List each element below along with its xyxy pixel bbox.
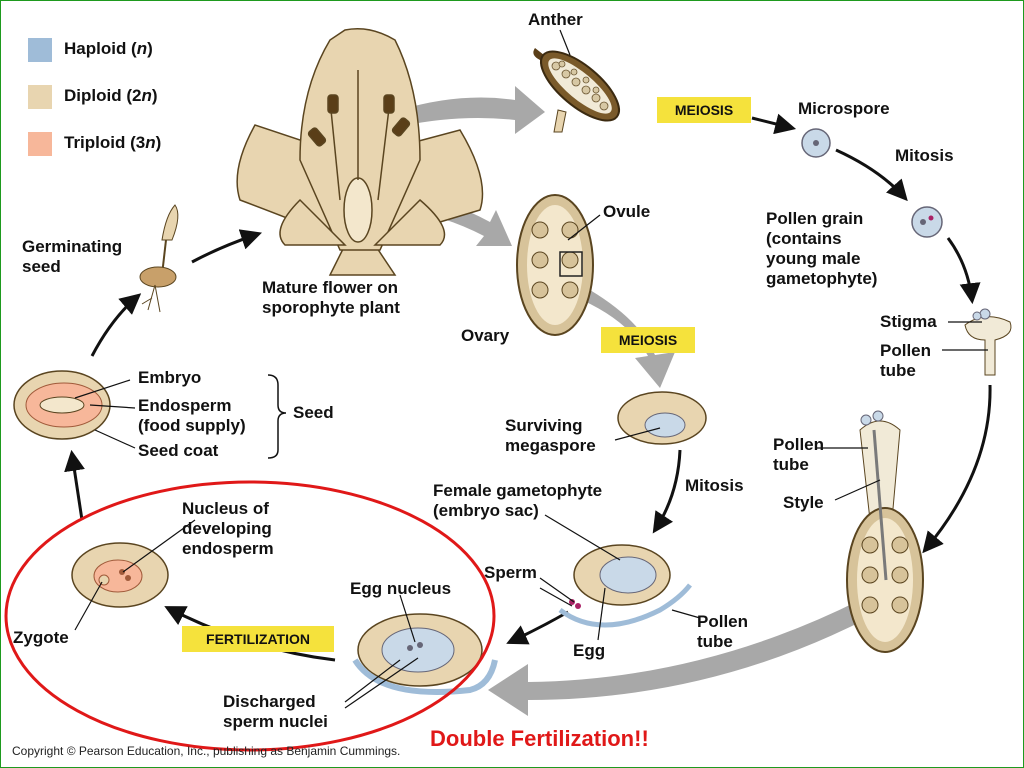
label-surviving-megaspore: Surviving megaspore (505, 416, 596, 456)
germinating-seed-illustration (139, 204, 179, 313)
label-line: sperm nuclei (223, 712, 328, 731)
tag-meiosis-anther: MEIOSIS (657, 97, 751, 123)
label-embryo: Embryo (138, 368, 202, 387)
diploid-swatch (28, 85, 52, 109)
label-line: sporophyte plant (262, 298, 400, 317)
arrow-pollen-grain-to-stigma (946, 237, 981, 305)
label-discharged-sperm-nuclei: Discharged sperm nuclei (223, 692, 328, 732)
label-line: Pollen grain (766, 209, 864, 228)
label-line: Germinating (22, 237, 123, 256)
megaspore-ovule (617, 391, 707, 445)
label-pollen-tube-style: Pollen tube (773, 435, 824, 475)
arrow-zygote-to-seed (64, 449, 85, 521)
label-line: seed (22, 257, 61, 276)
label-microspore: Microspore (798, 99, 890, 118)
label-line: Pollen (880, 341, 932, 360)
legend-suffix: ) (155, 133, 162, 152)
triploid-swatch (28, 132, 52, 156)
arrow-microspore-to-pollen-grain (835, 148, 908, 202)
label-line: endosperm (182, 539, 274, 558)
label-egg: Egg (573, 641, 606, 660)
label-endosperm: Endosperm (food supply) (138, 396, 246, 436)
leader-lines (74, 29, 988, 709)
microspore-cell (801, 128, 831, 158)
legend-var: n (145, 133, 156, 152)
label-anther: Anther (528, 10, 583, 29)
female-gametophyte-illustration (558, 544, 692, 628)
zygote-ovule (71, 542, 169, 608)
label-line: young male (766, 249, 861, 268)
label-pollen-grain: Pollen grain (contains young male gameto… (766, 209, 877, 289)
label-line: Female gametophyte (433, 481, 603, 500)
label-line: Pollen (697, 612, 749, 631)
label-line: Nucleus of (182, 499, 269, 518)
seed-bracket (267, 374, 287, 459)
label-seed: Seed (293, 403, 334, 422)
copyright-notice: Copyright © Pearson Education, Inc., pub… (12, 744, 401, 758)
legend-label: Triploid (3 (64, 133, 146, 152)
label-line: (food supply) (138, 416, 246, 435)
label-nucleus-developing-endosperm: Nucleus of developing endosperm (182, 499, 274, 559)
legend-suffix: ) (151, 86, 158, 105)
legend-var: n (136, 39, 148, 58)
label-line: (embryo sac) (433, 501, 539, 520)
arrow-megaspore-to-gametophyte (652, 449, 682, 534)
label-line: tube (880, 361, 916, 380)
legend-suffix: ) (147, 39, 153, 58)
label-germinating-seed: Germinating seed (22, 237, 122, 277)
double-fertilization-highlight-circle (4, 480, 496, 752)
label-line: Endosperm (138, 396, 232, 415)
label-mature-flower: Mature flower on sporophyte plant (262, 278, 400, 318)
legend-label: Diploid (2 (64, 86, 142, 105)
legend-var: n (141, 86, 152, 105)
label-mitosis-megaspore: Mitosis (685, 476, 744, 495)
tag-meiosis-ovule: MEIOSIS (601, 327, 695, 353)
big-arrow-ovule-to-egg (488, 600, 872, 716)
label-mitosis-pollen: Mitosis (895, 146, 954, 165)
label-seed-coat: Seed coat (138, 441, 219, 460)
label-egg-nucleus: Egg nucleus (350, 579, 452, 598)
big-arrow-ovule-to-megaspore (582, 290, 675, 388)
label-line: tube (773, 455, 809, 474)
label-pollen-tube-stigma: Pollen tube (880, 341, 931, 381)
big-arrow-flower-to-anther (400, 86, 545, 134)
arrow-germinating-to-flower (191, 229, 262, 264)
label-pollen-tube-egg: Pollen tube (697, 612, 748, 652)
arrow-seed-to-germinating (90, 293, 142, 357)
tag-fertilization: FERTILIZATION (182, 626, 334, 652)
arrow-gametophyte-to-egg (506, 610, 569, 645)
label-line: Surviving (505, 416, 583, 435)
label-line: developing (182, 519, 272, 538)
double-fertilization-caption: Double Fertilization!! (430, 726, 649, 751)
label-line: megaspore (505, 436, 596, 455)
label-ovary: Ovary (461, 326, 510, 345)
pollen-grain-cell (911, 206, 943, 238)
ovary-illustration (516, 194, 594, 336)
label-sperm: Sperm (484, 563, 537, 582)
label-line: (contains (766, 229, 842, 248)
label-female-gametophyte: Female gametophyte (embryo sac) (433, 481, 602, 521)
egg-illustration (352, 613, 498, 695)
label-ovule: Ovule (603, 202, 651, 221)
label-line: Pollen (773, 435, 825, 454)
label-zygote: Zygote (13, 628, 69, 647)
label-line: tube (697, 632, 733, 651)
arrow-meiosis-to-microspore (751, 113, 797, 135)
label-line: Discharged (223, 692, 316, 711)
label-line: Mature flower on (262, 278, 399, 297)
arrow-stigma-to-ovule (922, 384, 992, 554)
anther-illustration (533, 48, 620, 133)
label-stigma: Stigma (880, 312, 937, 331)
style-and-ovary (846, 410, 924, 653)
mature-flower-illustration (236, 28, 484, 276)
seed-illustration (13, 370, 111, 440)
haploid-swatch (28, 38, 52, 62)
legend-label: Haploid ( (64, 39, 137, 58)
label-line: gametophyte) (766, 269, 878, 288)
stigma-illustration (964, 308, 1012, 376)
label-style: Style (783, 493, 824, 512)
